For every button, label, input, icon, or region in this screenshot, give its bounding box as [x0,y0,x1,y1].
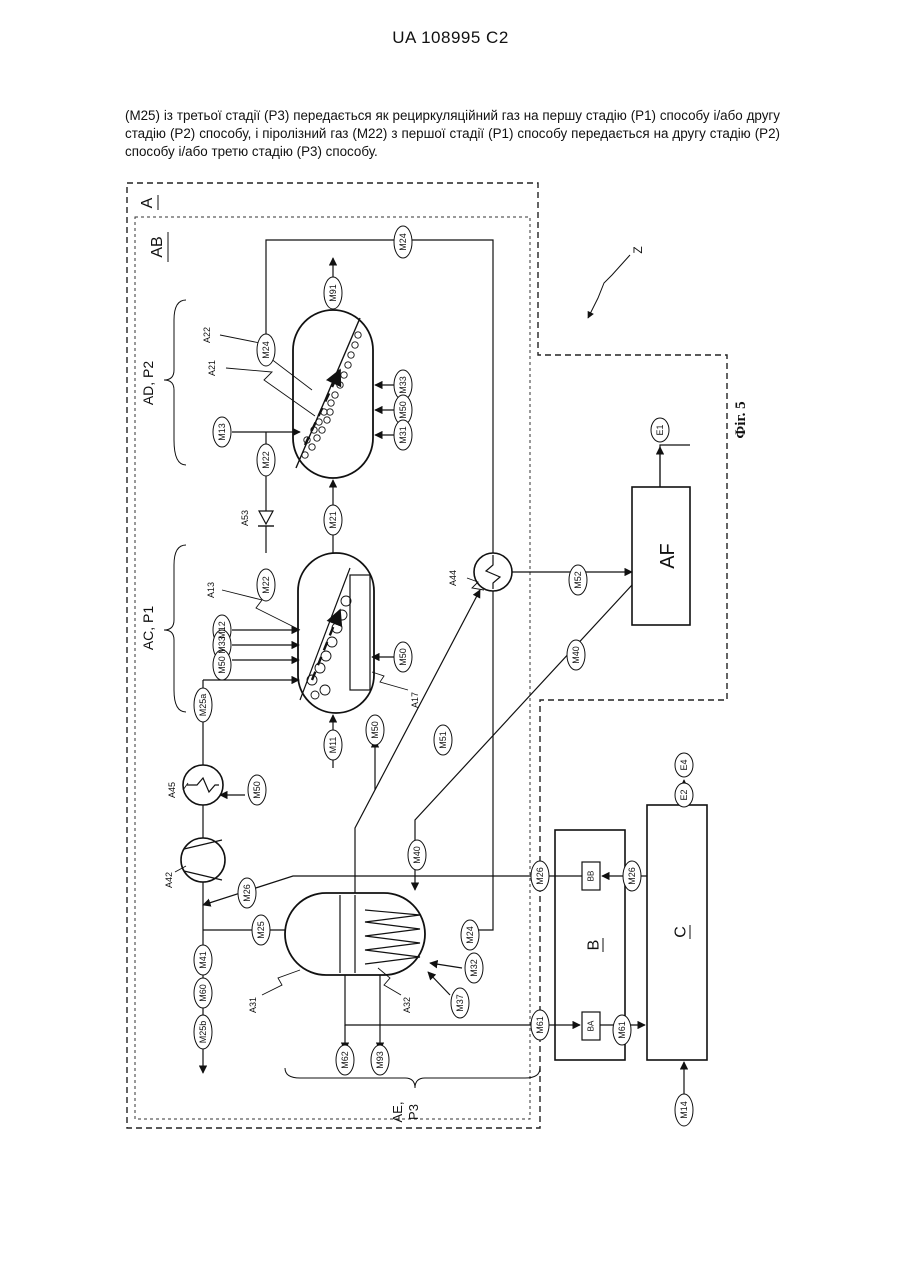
stream-m91: M91 [328,284,338,302]
stream-e2: E2 [679,789,689,800]
component-a22: A22 [202,327,212,343]
stream-m13: M13 [217,423,227,441]
stream-m61-b: M61 [617,1021,627,1039]
stream-m33-p2: M33 [398,376,408,394]
stream-m41: M41 [198,951,208,969]
label-ac-p1: AC, P1 [140,606,156,651]
component-a42: A42 [164,872,174,888]
component-a21: A21 [207,360,217,376]
label-ae: AE, [390,1102,405,1123]
stream-m40-a: M40 [571,646,581,664]
component-a17: A17 [410,692,420,708]
stream-m22-b: M22 [261,576,271,594]
label-a: A [139,197,156,208]
stream-m25: M25 [256,921,266,939]
stream-m62: M62 [340,1051,350,1069]
stream-e1: E1 [655,424,665,435]
stream-m24-p2: M24 [261,341,271,359]
stream-m26-c: M26 [627,867,637,885]
block-af-label: AF [657,543,679,569]
stream-m33-p1: M33 [217,636,227,654]
stream-m50-out: M50 [370,721,380,739]
stream-m52: M52 [573,571,583,589]
z-arrow [588,255,630,318]
stream-m50-p1b: M50 [398,648,408,666]
component-a53: A53 [240,510,250,526]
stream-m25a: M25a [198,694,208,717]
stream-m12: M12 [217,621,227,639]
stream-m50-p1a: M50 [217,656,227,674]
stream-m51: M51 [438,731,448,749]
stream-m61-a: M61 [535,1016,545,1034]
figure-caption: Фіг. 5 [733,401,749,438]
stream-m24-p3: M24 [465,926,475,944]
stream-m31: M31 [398,426,408,444]
block-c-label: C [673,926,690,938]
stream-m37: M37 [455,994,465,1012]
stream-m21: M21 [328,511,338,529]
stream-m50-p2: M50 [398,401,408,419]
stream-m24-top: M24 [398,233,408,251]
stream-m50-heater: M50 [252,781,262,799]
stream-m26-a: M26 [242,884,252,902]
block-bb-label: BB [587,871,596,882]
stream-m26-b: M26 [535,867,545,885]
stream-m11: M11 [328,737,338,754]
component-a13: A13 [206,582,216,598]
block-b-label: B [586,940,603,951]
stream-m60: M60 [198,984,208,1002]
label-ab: AB [149,236,166,257]
stream-m32: M32 [469,959,479,977]
stream-e4: E4 [679,759,689,770]
label-z: Z [631,246,645,253]
block-ba-label: BA [587,1020,596,1031]
valve-a53 [259,511,273,524]
component-a44: A44 [448,570,458,586]
component-a32: A32 [402,997,412,1013]
component-a31: A31 [248,997,258,1013]
component-a45: A45 [167,782,177,798]
stream-m14: M14 [679,1101,689,1119]
stream-m25b: M25b [198,1021,208,1044]
label-p3: P3 [406,1104,421,1120]
stream-m93: M93 [375,1051,385,1069]
label-ad-p2: AD, P2 [140,361,156,406]
stream-m40-b: M40 [412,846,422,864]
stream-m22-a: M22 [261,451,271,469]
